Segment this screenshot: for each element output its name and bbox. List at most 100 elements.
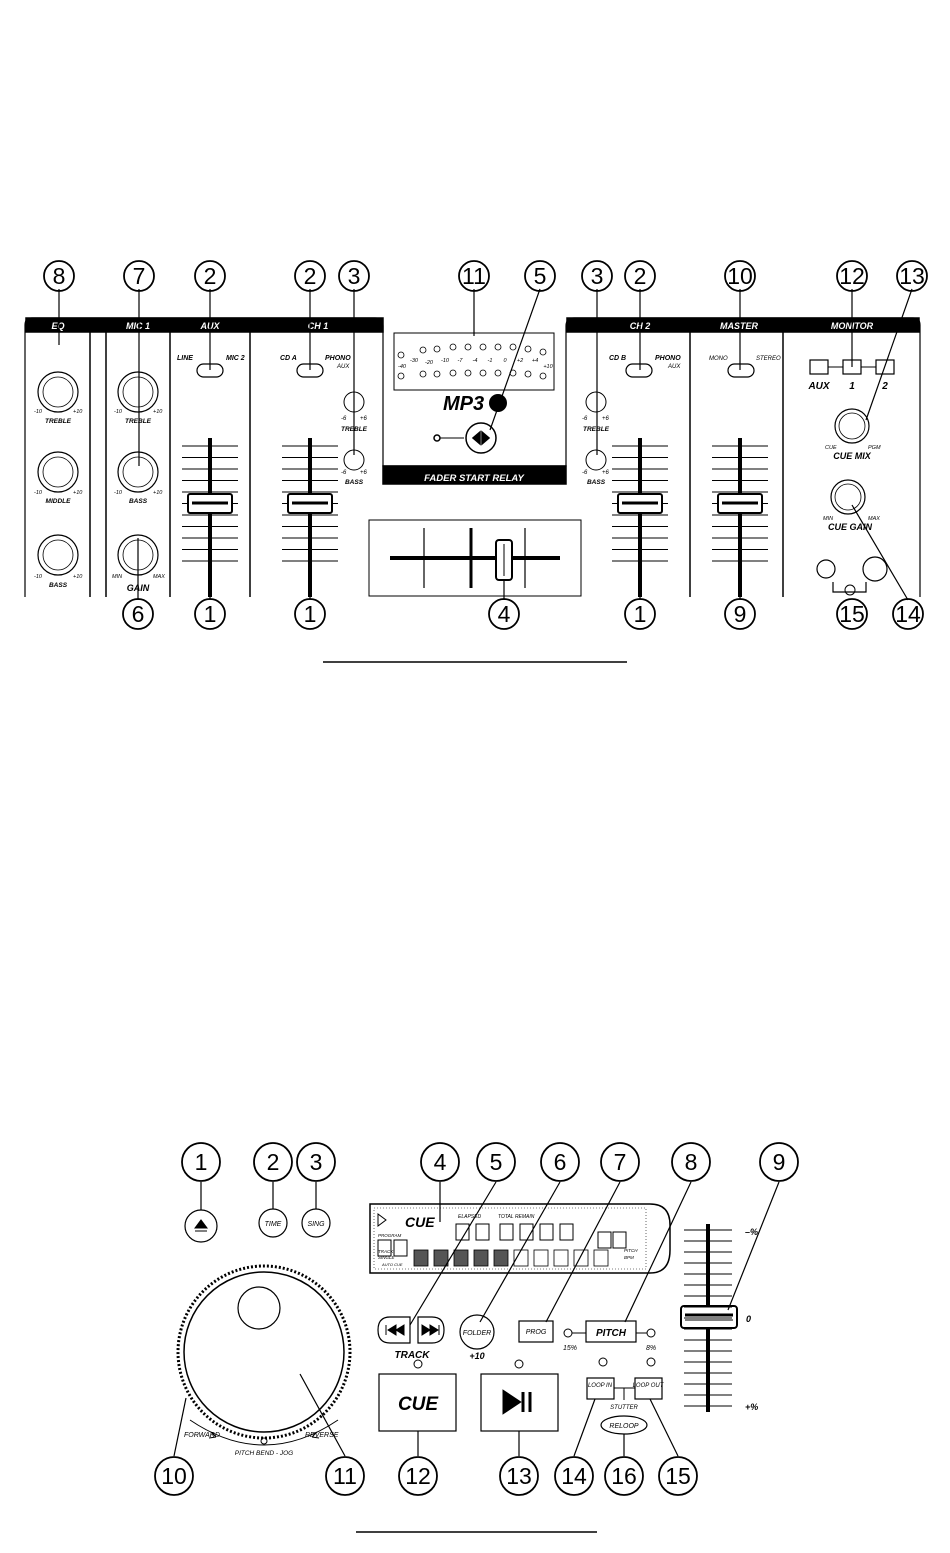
lcd-bar-segment	[553, 1249, 569, 1267]
player-bottom-callout-circle	[604, 1456, 644, 1496]
pitch-scale-minus: –%	[745, 1227, 758, 1237]
stutter-label: STUTTER	[610, 1405, 638, 1411]
player-bottom-callout-number: 11	[333, 1463, 357, 1489]
loop-out-led	[646, 1357, 656, 1367]
pitch-button[interactable]	[585, 1320, 637, 1343]
eq-treble-knob[interactable]	[37, 371, 79, 413]
eq-middle-knob[interactable]	[37, 451, 79, 493]
fader-start-relay-label: FADER START RELAY	[424, 473, 525, 484]
player-bottom-callout-number: 16	[611, 1463, 637, 1489]
sing-label: SING	[307, 1221, 325, 1228]
track-next-icon	[421, 1324, 440, 1336]
label-phono-ch1: PHONO	[325, 355, 351, 362]
mixer-top-callout-number: 2	[204, 263, 217, 289]
master-mode-switch[interactable]	[727, 363, 755, 378]
reverse-label: REVERSE	[305, 1432, 339, 1439]
mixer-small-labels: LINE MIC 2 CD A PHONO AUX CD B PHONO AUX…	[34, 355, 888, 593]
label-cue-gain: CUE GAIN	[828, 522, 873, 532]
player-top-callout-circle	[181, 1142, 221, 1182]
lcd-digit	[597, 1231, 612, 1249]
eq-bass-max: +10	[73, 574, 83, 580]
jog-center-marker	[260, 1437, 268, 1445]
jog-wheel[interactable]	[183, 1271, 345, 1433]
meter-leds	[397, 343, 547, 380]
jog-wheel-outer[interactable]	[176, 1264, 352, 1440]
track-prev-icon	[385, 1324, 405, 1336]
loop-in-label: LOOP IN	[588, 1383, 613, 1389]
mixer-top-callout-number: 8	[53, 263, 66, 289]
ch2-bass-knob[interactable]	[585, 449, 607, 471]
meter-scale-label: -40	[398, 364, 407, 370]
folder-button[interactable]	[459, 1314, 495, 1350]
prog-label: PROG	[526, 1329, 547, 1336]
player-bottom-callout-number: 12	[405, 1463, 431, 1489]
lcd-bar-segment	[593, 1249, 609, 1267]
track-prev-button[interactable]	[377, 1316, 411, 1344]
ch1-treble-min: -6	[341, 416, 347, 422]
lcd-digit	[559, 1223, 574, 1241]
mixer-bottom-callout-number: 4	[498, 601, 511, 627]
player-top-callout-circle	[671, 1142, 711, 1182]
ch2-treble-max: +6	[602, 416, 610, 422]
label-eq-treble: TREBLE	[45, 418, 72, 425]
lcd-digit	[539, 1223, 554, 1241]
mic1-treble-knob[interactable]	[117, 371, 159, 413]
cue-mix-cue: CUE	[825, 445, 837, 451]
monitor-label-1: 1	[849, 381, 855, 392]
lcd-single: SINGLE	[378, 1255, 396, 1260]
ch2-treble-min: -6	[582, 416, 588, 422]
mp3-disc-icon	[489, 394, 507, 412]
reloop-label: RELOOP	[609, 1423, 639, 1430]
eq-bass-knob[interactable]	[37, 534, 79, 576]
cue-label: CUE	[398, 1394, 439, 1415]
player-bottom-callout-circle	[154, 1456, 194, 1496]
mic1-bass-knob[interactable]	[117, 451, 159, 493]
headphone-jack-small[interactable]	[816, 559, 836, 579]
cue-mix-knob[interactable]	[834, 408, 870, 444]
lcd-segments	[377, 1213, 627, 1267]
cue-gain-knob[interactable]	[830, 479, 866, 515]
fader-start-relay-bar	[382, 465, 567, 485]
mixer-bottom-callout-number: 14	[895, 601, 921, 627]
player-diagram	[176, 1203, 738, 1533]
eq-middle-min: -10	[34, 490, 43, 496]
lcd-bar-segment	[493, 1249, 509, 1267]
mixer-top-callout-number: 12	[839, 263, 865, 289]
label-mono: MONO	[709, 356, 728, 362]
lcd-bar-segment	[473, 1249, 489, 1267]
lcd-digit	[393, 1239, 408, 1257]
eq-bass-min: -10	[34, 574, 43, 580]
mixer-top-callout-number: 2	[634, 263, 647, 289]
eq-treble-min: -10	[34, 409, 43, 415]
track-led	[413, 1359, 423, 1369]
eq-treble-max: +10	[73, 409, 83, 415]
mixer-bottom-callout-number: 1	[204, 601, 217, 627]
pitch-bend-jog-label: PITCH BEND - JOG	[235, 1450, 294, 1457]
player-top-callout-number: 5	[490, 1149, 503, 1175]
jog-wheel-finger-dimple[interactable]	[237, 1286, 281, 1330]
ch2-treble-knob[interactable]	[585, 391, 607, 413]
mic1-treble-min: -10	[114, 409, 123, 415]
relay-led	[433, 434, 441, 442]
lcd-digit	[499, 1223, 514, 1241]
mixer-bottom-callout-number: 9	[734, 601, 747, 627]
pitch-fader-knob[interactable]	[680, 1305, 738, 1329]
monitor-label-aux: AUX	[807, 381, 830, 392]
headphone-jack-large[interactable]	[862, 556, 888, 582]
monitor-label-2: 2	[881, 381, 888, 392]
forward-label: FORWARD	[184, 1432, 220, 1439]
label-aux-ch2: AUX	[667, 364, 681, 370]
ch2-input-switch[interactable]	[625, 363, 653, 378]
mixer-top-callout-number: 5	[534, 263, 547, 289]
label-eq-bass: BASS	[49, 582, 68, 589]
relay-button[interactable]	[465, 422, 497, 454]
monitor-aux-button[interactable]	[809, 359, 829, 375]
section-master: MASTER	[720, 321, 759, 331]
eject-icon	[194, 1219, 208, 1232]
pct15-label: 15%	[563, 1345, 577, 1352]
prog-button[interactable]	[518, 1320, 554, 1343]
mixer-top-callout-number: 3	[591, 263, 604, 289]
track-next-button[interactable]	[417, 1316, 445, 1344]
player-bottom-callout-circle	[499, 1456, 539, 1496]
